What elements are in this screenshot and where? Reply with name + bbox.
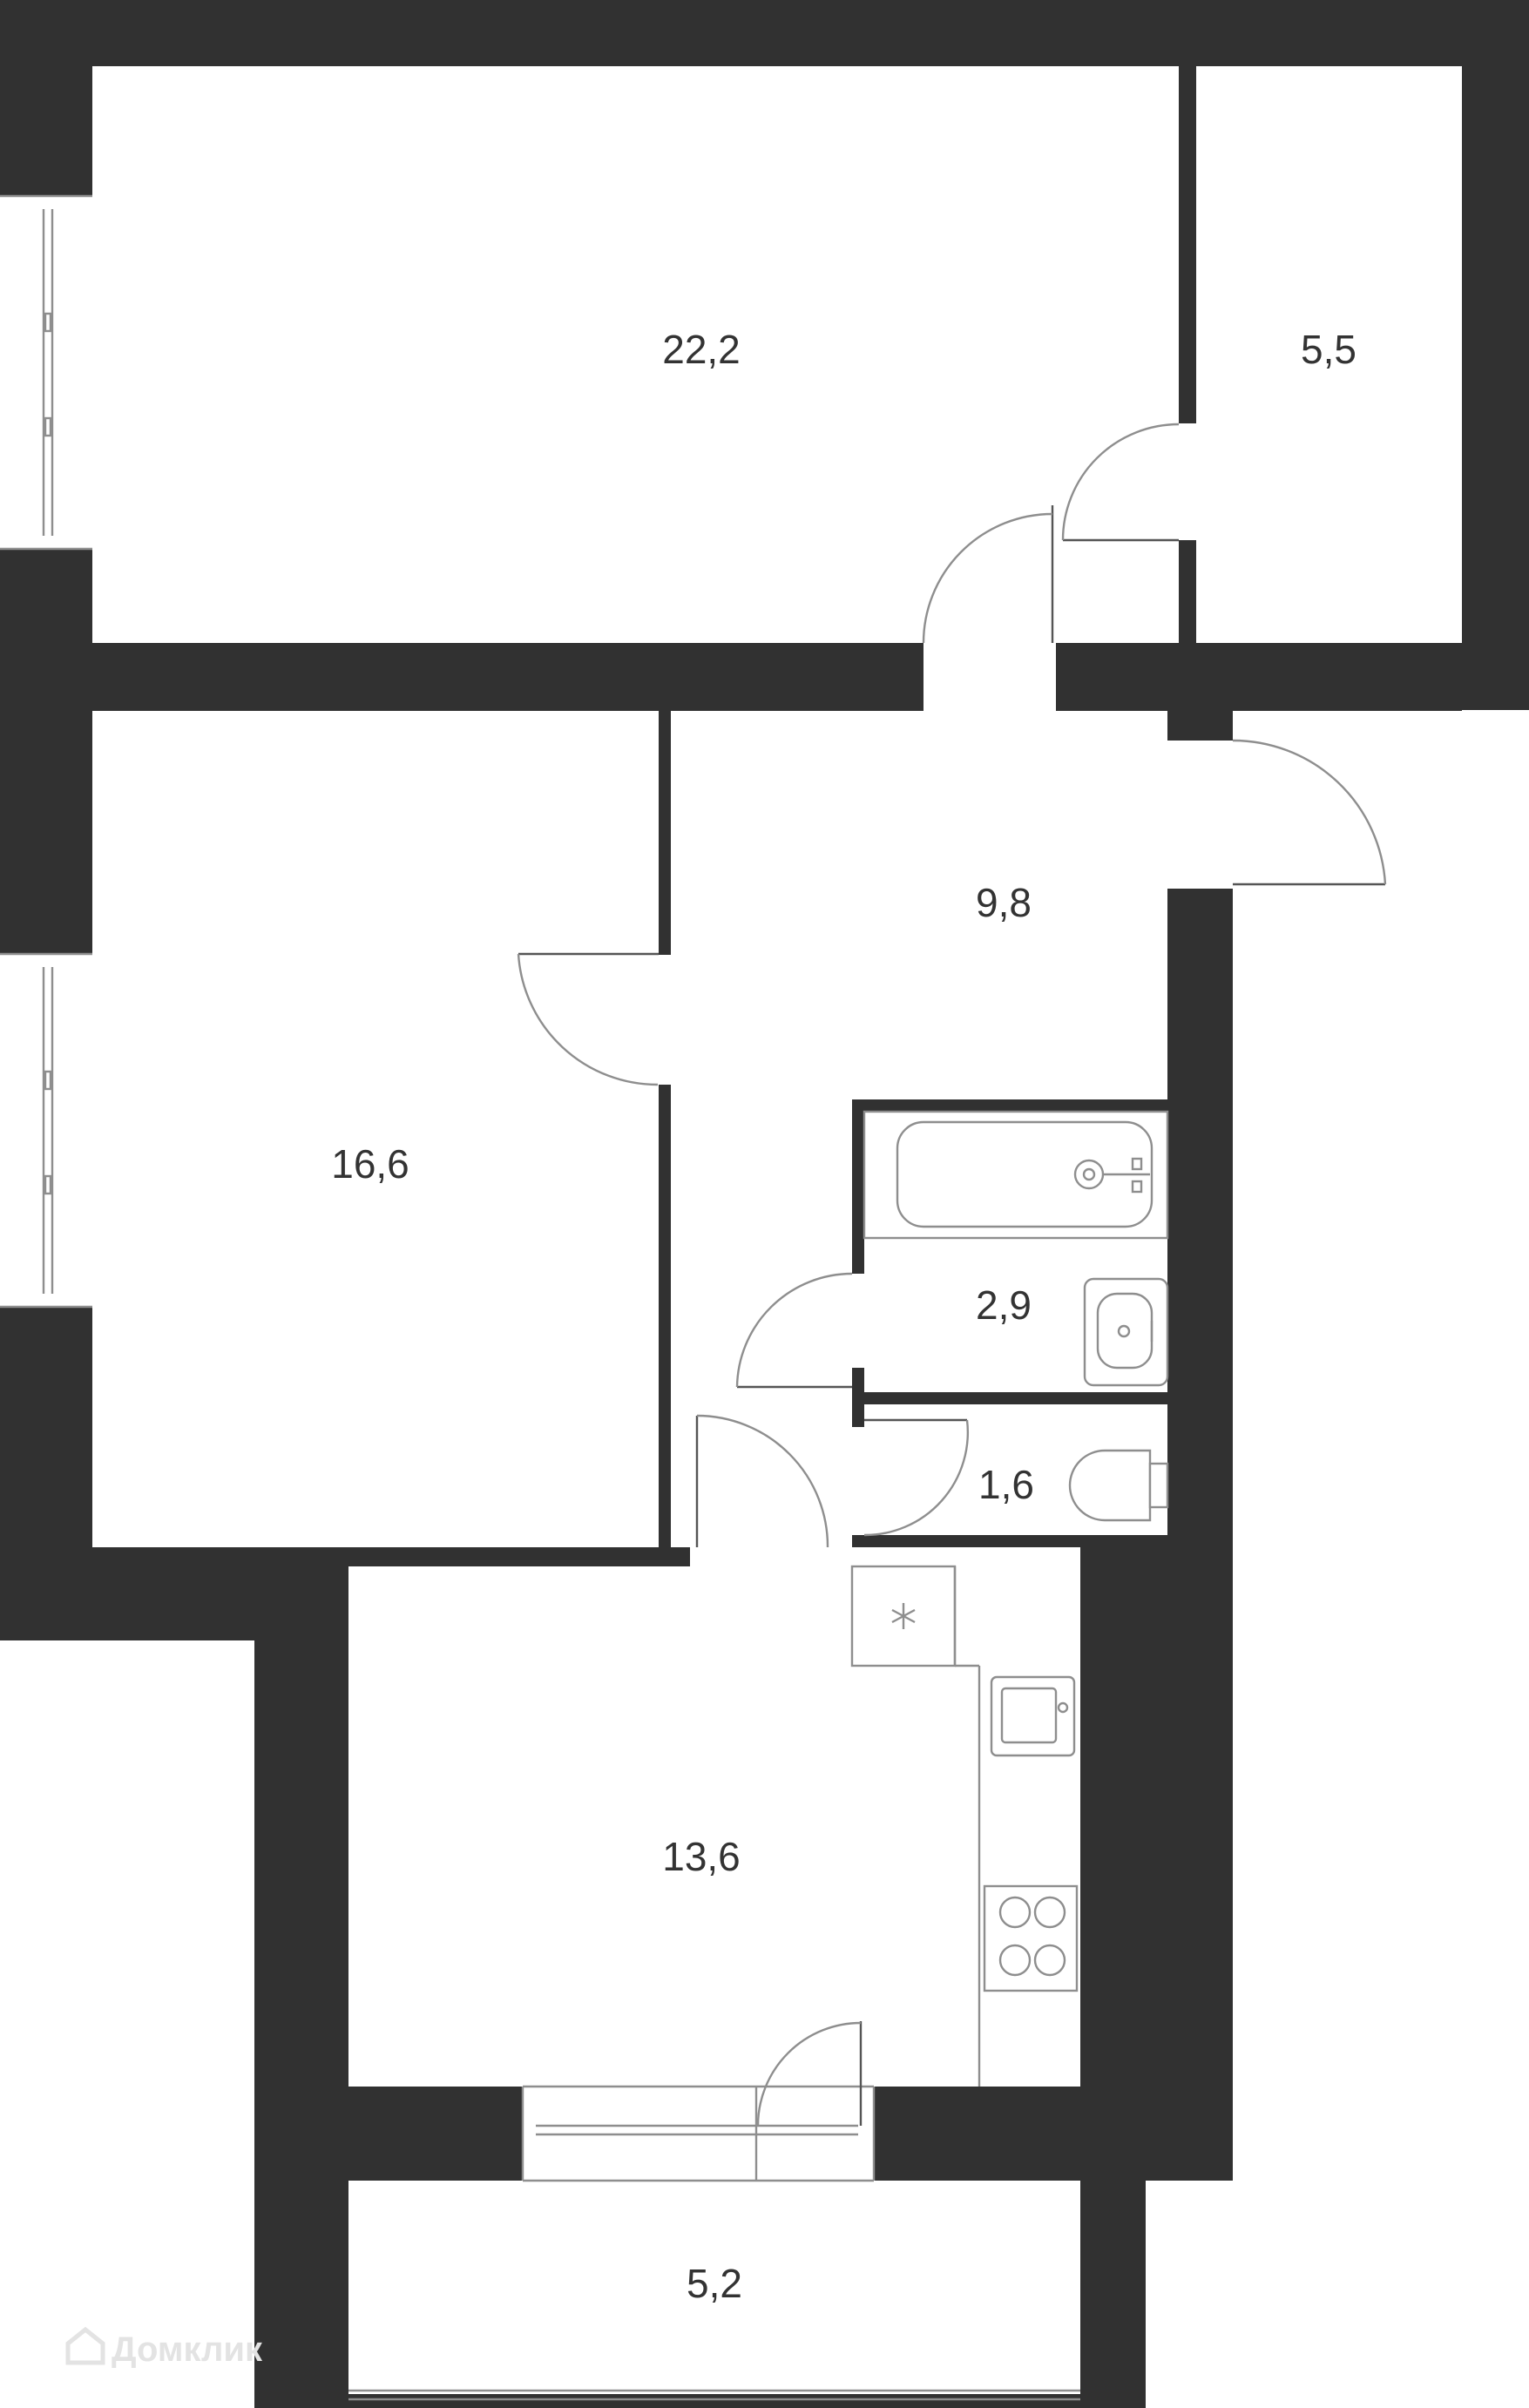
room-area-toilet: 1,6 [978,1462,1034,1507]
room-area-bedroom: 16,6 [331,1141,409,1187]
bathtub-icon [863,1110,1169,1240]
room-area-kitchen: 13,6 [662,1834,741,1879]
stove-icon [983,1884,1079,1992]
window-kitchen-balcony [521,2085,876,2182]
kitchen-sink-icon [990,1675,1076,1757]
room-area-hallway: 9,8 [976,880,1032,925]
ventilation-shaft [850,1565,957,1667]
kitchen-counter [953,1566,981,2087]
door-toilet [863,1418,969,1537]
room-area-balcony: 5,2 [687,2261,742,2306]
door-bathroom [735,1272,853,1389]
window-balcony-bottom [348,2389,1080,2401]
door-kitchen [695,1414,829,1548]
door-bedroom [517,952,659,1086]
door-hall-to-living [922,505,1054,644]
house-icon [65,2326,105,2365]
watermark-text: Домклик [112,2330,263,2369]
door-entrance [1232,739,1387,886]
room-area-storage: 5,5 [1301,327,1356,372]
room-area-living-large: 22,2 [662,327,741,372]
door-balcony [756,2021,863,2127]
door-storage [1061,423,1180,542]
watermark: Домклик [65,2326,263,2369]
toilet-icon [1068,1449,1169,1522]
window-left-lower [0,952,92,1309]
sink-icon [1083,1277,1169,1387]
room-area-bathroom: 2,9 [976,1282,1032,1328]
window-left-upper [0,194,92,551]
